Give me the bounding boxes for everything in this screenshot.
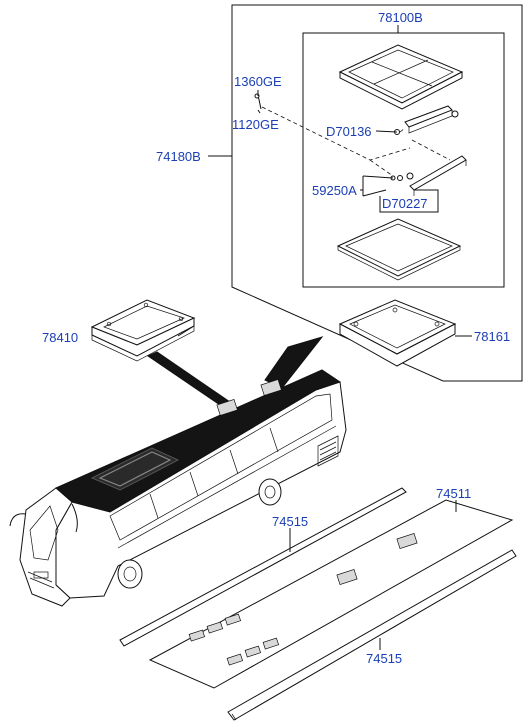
label-78410[interactable]: 78410 bbox=[42, 330, 78, 345]
label-59250a[interactable]: 59250A bbox=[312, 183, 357, 198]
frame-ring-78161 bbox=[338, 299, 457, 367]
assembly-74180b-frame bbox=[231, 4, 523, 382]
roof-panel-74511 bbox=[148, 499, 514, 689]
label-78161[interactable]: 78161 bbox=[474, 329, 510, 344]
label-d70136[interactable]: D70136 bbox=[326, 124, 372, 139]
hatch-seal bbox=[336, 218, 462, 281]
leader-lines bbox=[177, 25, 472, 650]
roof-hatch-78410 bbox=[90, 299, 196, 362]
trim-strip-74515-lower bbox=[227, 549, 517, 721]
label-74515-upper[interactable]: 74515 bbox=[272, 514, 308, 529]
trim-strip-74515-upper bbox=[119, 487, 407, 647]
label-74515-lower[interactable]: 74515 bbox=[366, 651, 402, 666]
lift-arm bbox=[390, 155, 467, 196]
label-1120ge[interactable]: 1120GE bbox=[232, 117, 279, 132]
label-74180b[interactable]: 74180B bbox=[156, 149, 201, 164]
hinge-bracket bbox=[394, 105, 459, 135]
hatch-frame-top bbox=[338, 44, 464, 110]
bolt-1360ge bbox=[254, 93, 262, 110]
label-74511[interactable]: 74511 bbox=[436, 486, 471, 501]
bus-body bbox=[9, 369, 347, 607]
label-d70227[interactable]: D70227 bbox=[382, 196, 428, 211]
label-78100b[interactable]: 78100B bbox=[378, 10, 423, 25]
label-1360ge[interactable]: 1360GE bbox=[234, 74, 282, 89]
